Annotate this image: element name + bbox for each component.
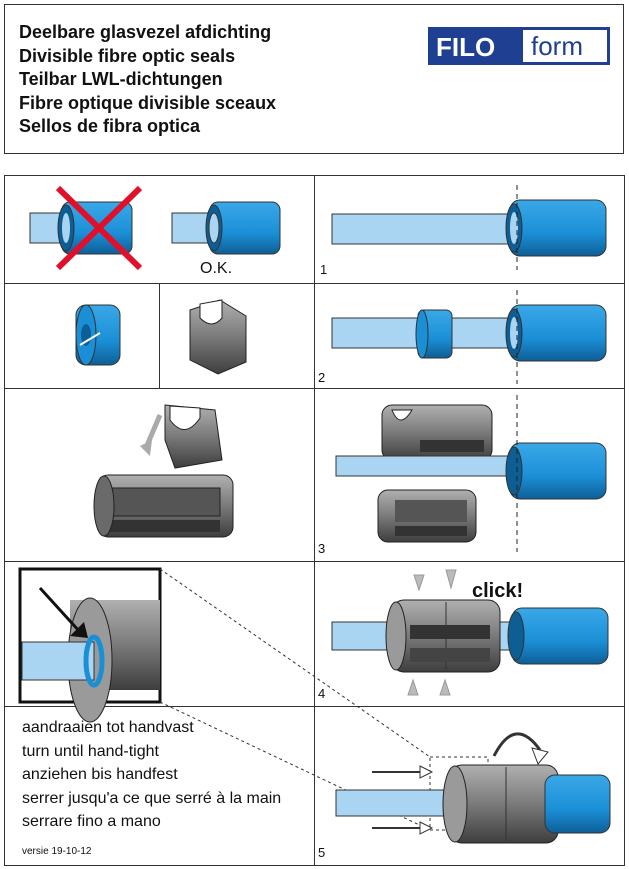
wrong-fit-illustration (29, 185, 143, 271)
step-4-illustration (331, 569, 609, 696)
correct-fit-illustration (171, 201, 281, 255)
title-fr: Fibre optique divisible sceaux (19, 92, 277, 113)
instruction-list: aandraaien tot handvast turn until hand-… (22, 716, 281, 834)
title-es: Sellos de fibra optica (19, 116, 201, 136)
title-en: Divisible fibre optic seals (19, 45, 236, 66)
header-box: Deelbare glasvezel afdichting Divisible … (4, 4, 624, 154)
step-number-1: 1 (320, 262, 328, 277)
logo-filo: FILO (436, 32, 495, 62)
instruction-nl: aandraaien tot handvast (22, 719, 194, 736)
step-5-illustration (335, 732, 611, 844)
instruction-de: anziehen bis handfest (22, 766, 178, 783)
step-2-illustration (331, 290, 607, 384)
step-number-5: 5 (318, 845, 326, 860)
grey-split-seal (189, 299, 247, 375)
arrow-down-icon (413, 574, 425, 592)
step-number-4: 4 (318, 686, 326, 701)
logo-form: form (531, 31, 583, 61)
detail-inset (18, 567, 162, 723)
detail-guide-lines (159, 568, 489, 831)
rotate-arrow-icon (492, 732, 542, 757)
title-de: Teilbar LWL-dichtungen (19, 69, 223, 89)
step-1-illustration (331, 185, 607, 270)
insert-seal-illustration (93, 404, 234, 538)
step-number-3: 3 (318, 541, 326, 556)
instruction-en: turn until hand-tight (22, 742, 159, 760)
step-number-2: 2 (318, 370, 326, 385)
arrow-up-icon (407, 678, 419, 696)
pointer-arrow-icon (38, 586, 82, 634)
click-label: click! (472, 580, 524, 602)
filoform-logo: FILO form (428, 27, 610, 65)
ok-label: O.K. (200, 260, 233, 277)
version-label: versie 19-10-12 (22, 846, 92, 857)
title-nl: Deelbare glasvezel afdichting (19, 22, 272, 42)
instruction-it: serrare fino a mano (22, 813, 161, 830)
instruction-fr: serrer jusqu'a ce que serré à la main (22, 789, 282, 807)
title-list: Deelbare glasvezel afdichting Divisible … (19, 21, 276, 139)
step-3-illustration (335, 395, 607, 552)
blue-split-seal (75, 304, 121, 366)
grid-lines (4, 175, 625, 866)
